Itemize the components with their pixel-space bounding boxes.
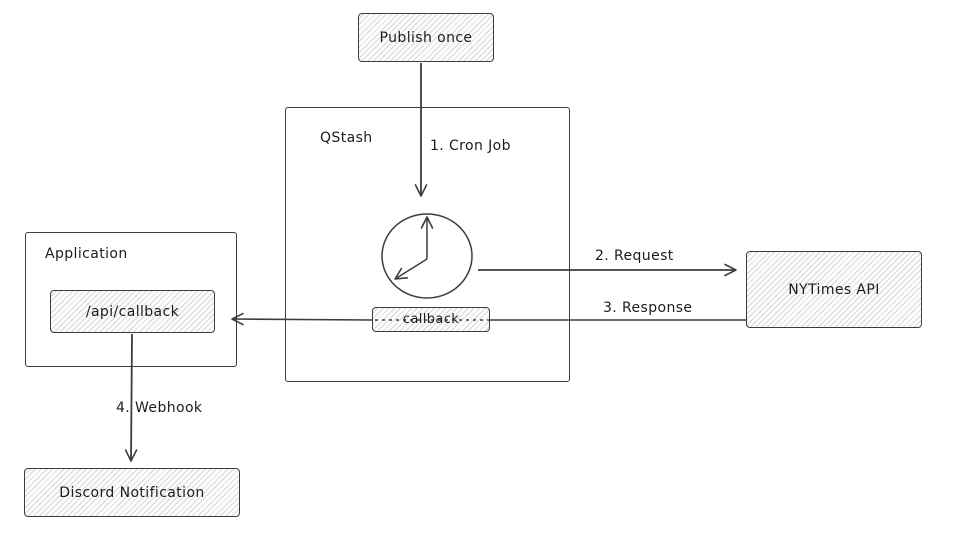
application-label: Application	[45, 246, 128, 262]
edge-label-request: 2. Request	[595, 248, 674, 264]
api-callback-node: /api/callback	[50, 290, 215, 333]
edge-label-cron-job: 1. Cron Job	[430, 138, 511, 154]
edge-label-webhook: 4. Webhook	[116, 400, 203, 416]
nytimes-api-label: NYTimes API	[788, 281, 880, 298]
discord-notification-label: Discord Notification	[59, 484, 205, 501]
callback-label: callback	[402, 312, 460, 327]
edge-label-response: 3. Response	[603, 300, 693, 316]
callback-node: callback	[372, 307, 490, 332]
qstash-label: QStash	[320, 130, 373, 146]
publish-once-node: Publish once	[358, 13, 494, 62]
api-callback-label: /api/callback	[85, 303, 180, 320]
publish-once-label: Publish once	[379, 29, 473, 46]
nytimes-api-node: NYTimes API	[746, 251, 922, 328]
qstash-container-node	[285, 107, 570, 382]
discord-notification-node: Discord Notification	[24, 468, 240, 517]
